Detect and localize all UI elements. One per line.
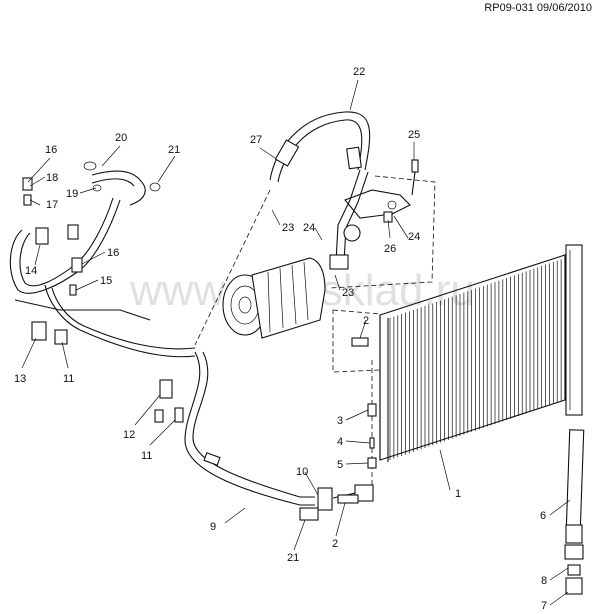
callout-21-top: 21 [168, 144, 180, 156]
callout-15: 15 [100, 275, 112, 287]
callout-13: 13 [14, 373, 26, 385]
callout-2-lower: 2 [332, 538, 338, 550]
callout-16-top: 16 [45, 144, 57, 156]
callout-11-mid: 11 [141, 450, 152, 462]
callout-8: 8 [541, 575, 547, 587]
callout-17: 17 [46, 199, 58, 211]
callout-2-upper: 2 [363, 315, 369, 327]
condenser [379, 244, 585, 595]
leader-lines [21, 79, 571, 606]
left-hose-assembly [9, 161, 196, 358]
callout-5: 5 [337, 459, 343, 471]
callout-labels: 22 27 25 20 16 21 18 19 17 23 24 24 26 1… [14, 66, 547, 612]
manifold-bracket [343, 159, 419, 242]
callout-23-lower: 23 [342, 287, 354, 299]
callout-20: 20 [115, 132, 127, 144]
callout-22: 22 [353, 66, 365, 78]
callout-1: 1 [455, 488, 461, 500]
callout-9: 9 [210, 521, 216, 533]
callout-27: 27 [250, 134, 262, 146]
callout-18: 18 [46, 172, 58, 184]
callout-24-right: 24 [408, 231, 420, 243]
callout-23-upper: 23 [282, 222, 294, 234]
callout-10: 10 [296, 466, 308, 478]
callout-25: 25 [408, 129, 420, 141]
callout-14: 14 [25, 265, 37, 277]
callout-16-mid: 16 [107, 247, 119, 259]
callout-7: 7 [541, 600, 547, 612]
compressor [222, 257, 326, 339]
callout-11-left: 11 [63, 373, 74, 385]
callout-12: 12 [123, 429, 135, 441]
callout-24-left: 24 [303, 222, 315, 234]
hose-22 [269, 111, 371, 270]
diagram-reference: RP09-031 09/06/2010 [484, 2, 592, 14]
callout-6: 6 [540, 510, 546, 522]
callout-19: 19 [66, 188, 78, 200]
callout-21-bottom: 21 [287, 552, 299, 564]
callout-4: 4 [337, 436, 343, 448]
callout-3: 3 [337, 415, 343, 427]
callout-26: 26 [384, 243, 396, 255]
